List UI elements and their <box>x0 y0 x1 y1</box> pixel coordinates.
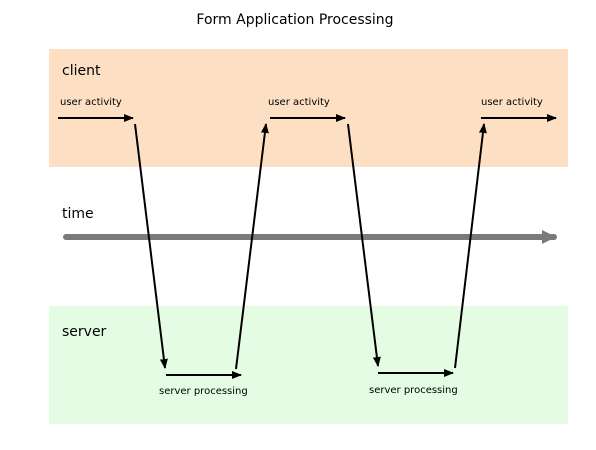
response-arrow <box>454 123 487 369</box>
client-activity-label: user activity <box>481 97 543 108</box>
diagram-title: Form Application Processing <box>196 12 393 28</box>
client-lane-label: client <box>62 63 101 79</box>
server-activity-label: server processing <box>159 386 248 397</box>
time-lane-label: time <box>62 206 94 222</box>
server-lane-label: server <box>62 324 107 340</box>
request-arrow <box>347 123 381 367</box>
server-band <box>49 306 568 424</box>
client-band <box>49 49 568 167</box>
server-activity-label: server processing <box>369 385 458 396</box>
client-activity-label: user activity <box>268 97 330 108</box>
response-arrow <box>235 123 269 370</box>
request-arrow <box>134 123 168 369</box>
client-activity-label: user activity <box>60 97 122 108</box>
